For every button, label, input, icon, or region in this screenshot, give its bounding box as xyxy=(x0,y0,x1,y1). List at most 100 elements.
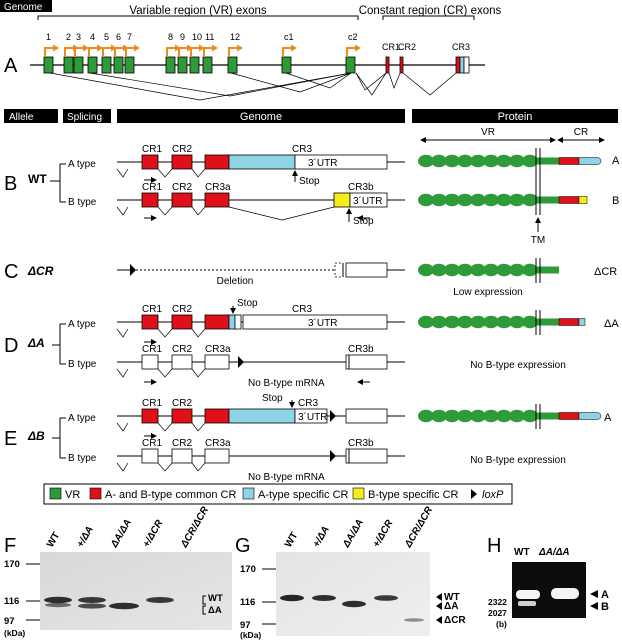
vr-domain xyxy=(457,315,473,329)
promoter-arrow-icon xyxy=(44,47,54,57)
cr3-exon-red xyxy=(455,56,461,74)
band xyxy=(404,618,424,622)
vr-domain xyxy=(509,263,525,277)
cr-segment xyxy=(578,412,602,420)
vr-domain xyxy=(457,409,473,423)
promoter-arrow-icon xyxy=(282,47,292,57)
vr-domain xyxy=(470,193,486,207)
vr-domain xyxy=(496,315,512,329)
svg-text:B type: B type xyxy=(68,453,97,464)
svg-text:B: B xyxy=(612,195,619,207)
svg-text:CR1: CR1 xyxy=(142,182,162,193)
svg-text:B: B xyxy=(601,601,609,613)
exon-number: 8 xyxy=(168,32,173,42)
exon-number: c2 xyxy=(348,32,358,42)
vr-domain xyxy=(431,409,447,423)
panel-b-letter: B xyxy=(4,173,17,195)
vr-domain xyxy=(522,263,538,277)
vr-domain xyxy=(444,409,460,423)
svg-text:ΔB: ΔB xyxy=(27,429,45,443)
svg-text:ΔA: ΔA xyxy=(604,318,619,330)
band xyxy=(44,596,72,604)
svg-text:H: H xyxy=(487,535,501,557)
svg-text:3´UTR: 3´UTR xyxy=(353,195,382,207)
svg-text:No B-type expression: No B-type expression xyxy=(470,360,566,371)
cr1-label: CR1 xyxy=(382,42,400,52)
svg-text:A: A xyxy=(612,155,620,167)
svg-text:ΔA: ΔA xyxy=(444,601,458,612)
svg-text:Stop: Stop xyxy=(299,176,320,187)
svg-text:116: 116 xyxy=(4,596,19,607)
protein-dcr xyxy=(418,263,559,277)
cr3-label: CR3 xyxy=(452,42,470,52)
band xyxy=(45,602,71,608)
band xyxy=(78,603,106,609)
promoter-arrow-icon xyxy=(203,47,213,57)
svg-text:Stop: Stop xyxy=(353,216,374,227)
vr-domain xyxy=(418,315,434,329)
svg-text:Stop: Stop xyxy=(262,393,283,404)
svg-text:CR2: CR2 xyxy=(172,144,192,155)
svg-text:CR2: CR2 xyxy=(172,344,192,355)
vr-exon: 2 xyxy=(63,32,79,74)
vr-domain xyxy=(444,263,460,277)
vr-exon: 7 xyxy=(124,32,140,74)
svg-text:VR: VR xyxy=(65,489,80,501)
vr-domain xyxy=(470,315,486,329)
vr-domain xyxy=(522,154,538,168)
lane-label: +/ΔA xyxy=(75,524,96,549)
svg-text:CR3a: CR3a xyxy=(205,344,231,355)
svg-text:97: 97 xyxy=(240,620,251,631)
vr-domain xyxy=(431,154,447,168)
exon-number: 10 xyxy=(192,32,202,42)
svg-text:ΔCR: ΔCR xyxy=(27,264,54,278)
svg-text:WT: WT xyxy=(208,593,223,604)
vr-domain xyxy=(509,154,525,168)
vr-domain xyxy=(522,409,538,423)
svg-text:A: A xyxy=(601,589,609,601)
svg-text:170: 170 xyxy=(240,564,256,575)
cr3-exon-blue xyxy=(459,56,465,74)
svg-text:G: G xyxy=(235,535,251,557)
band xyxy=(146,597,174,603)
promoter-arrow-icon xyxy=(346,47,356,57)
band xyxy=(342,600,366,608)
svg-text:C: C xyxy=(4,261,18,283)
vr-domain xyxy=(470,409,486,423)
svg-text:CR1: CR1 xyxy=(142,438,162,449)
promoter-arrow-icon xyxy=(166,47,176,57)
svg-text:A- and B-type common CR: A- and B-type common CR xyxy=(105,489,236,501)
svg-text:CR3: CR3 xyxy=(292,144,312,155)
vr-domain xyxy=(457,193,473,207)
exon-number: 1 xyxy=(46,32,51,42)
cr-segment xyxy=(558,196,580,204)
cr-segment xyxy=(578,318,586,326)
vr-domain xyxy=(444,193,460,207)
vr-domain xyxy=(431,193,447,207)
cr-segment xyxy=(578,157,602,165)
cr-segment xyxy=(558,157,580,165)
vr-exon: 1 xyxy=(43,32,59,74)
vr-domain xyxy=(483,315,499,329)
vr-domain xyxy=(522,193,538,207)
blot-g xyxy=(276,552,430,636)
vr-exon: 10 xyxy=(189,32,205,74)
svg-text:CR1: CR1 xyxy=(142,344,162,355)
promoter-arrow-icon xyxy=(88,47,98,57)
vr-domain xyxy=(418,154,434,168)
protein-da xyxy=(418,315,586,329)
svg-text:CR2: CR2 xyxy=(172,182,192,193)
exon-number: 9 xyxy=(180,32,185,42)
svg-text:F: F xyxy=(4,535,16,557)
svg-text:TM: TM xyxy=(531,235,545,246)
b-a-type: A type xyxy=(68,159,96,170)
svg-text:VR: VR xyxy=(481,127,495,138)
svg-text:CR2: CR2 xyxy=(172,304,192,315)
legend: VR A- and B-type common CR A-type specif… xyxy=(43,483,513,505)
promoter-arrow-icon xyxy=(64,47,74,57)
band xyxy=(78,597,106,603)
blot-f xyxy=(40,552,232,630)
cr-segment xyxy=(578,196,588,204)
